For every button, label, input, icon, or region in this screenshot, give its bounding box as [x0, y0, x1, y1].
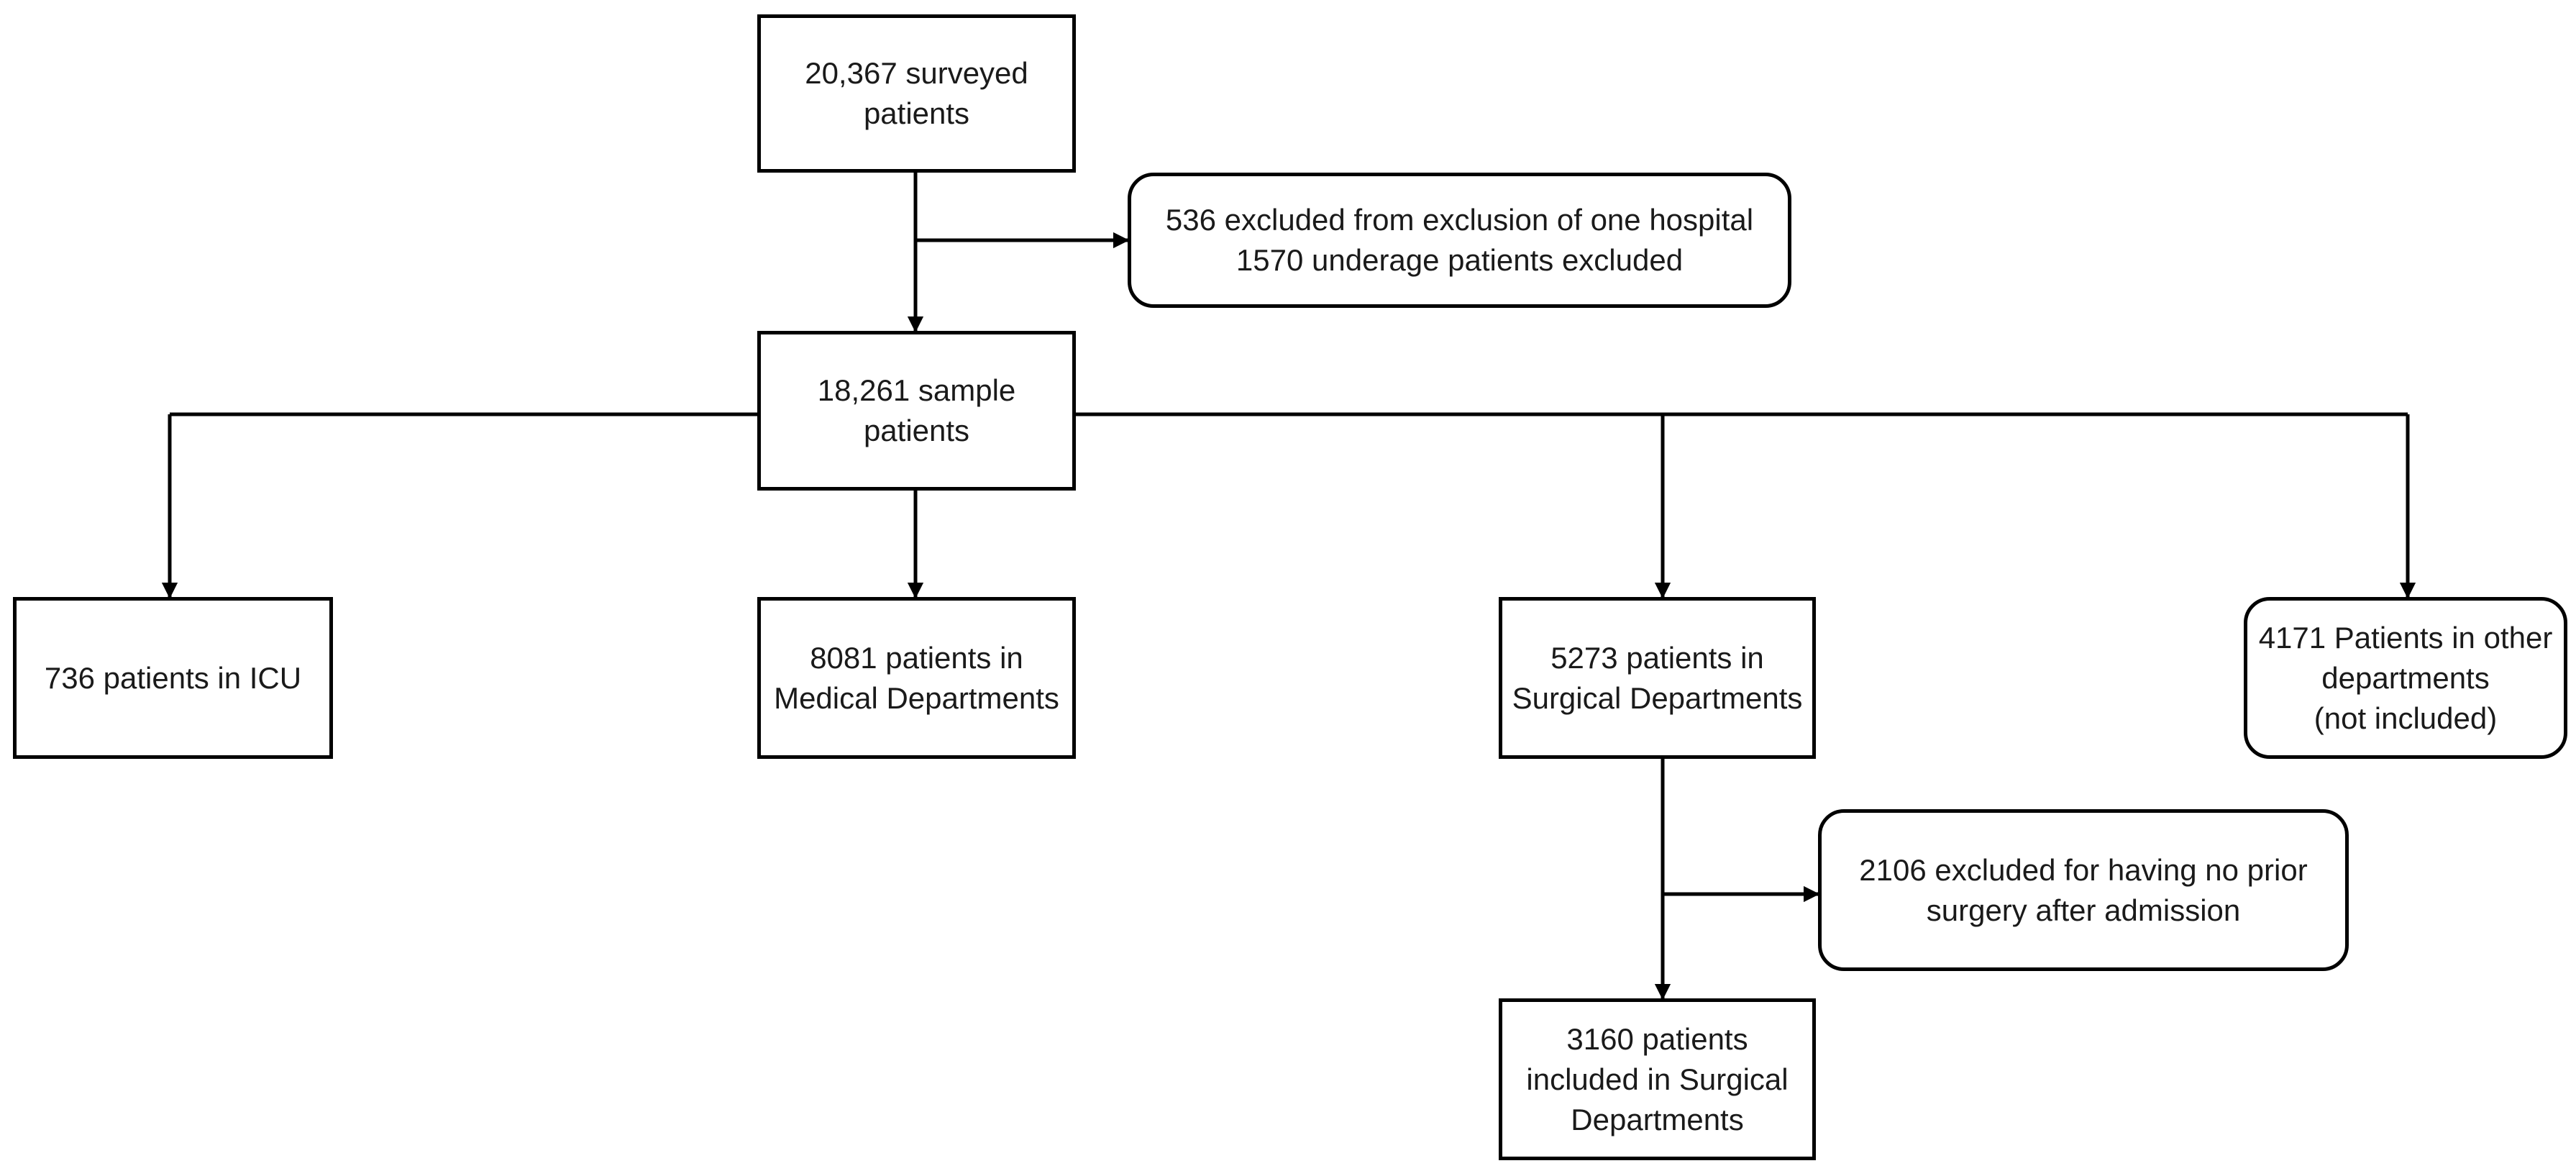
node-medical-departments: 8081 patients in Medical Departments [757, 597, 1076, 759]
node-sample-patients: 18,261 sample patients [757, 331, 1076, 491]
node-excluded-surgical: 2106 excluded for having no prior surger… [1818, 809, 2349, 971]
node-excluded-initial: 536 excluded from exclusion of one hospi… [1128, 173, 1791, 308]
node-label: 5273 patients in Surgical Departments [1512, 640, 1803, 715]
node-surveyed-patients: 20,367 surveyed patients [757, 14, 1076, 173]
node-label: 8081 patients in Medical Departments [774, 640, 1059, 715]
node-icu-patients: 736 patients in ICU [13, 597, 333, 759]
node-label: 4171 Patients in other departments (not … [2258, 620, 2553, 735]
node-label: 736 patients in ICU [44, 660, 302, 695]
node-other-departments: 4171 Patients in other departments (not … [2244, 597, 2567, 759]
node-included-surgical: 3160 patients included in Surgical Depar… [1499, 998, 1816, 1160]
node-surgical-departments: 5273 patients in Surgical Departments [1499, 597, 1816, 759]
node-label: 3160 patients included in Surgical Depar… [1526, 1021, 1789, 1136]
node-label: 536 excluded from exclusion of one hospi… [1165, 203, 1754, 277]
node-label: 20,367 surveyed patients [805, 56, 1028, 130]
node-label: 18,261 sample patients [817, 373, 1016, 447]
node-label: 2106 excluded for having no prior surger… [1859, 852, 2308, 927]
